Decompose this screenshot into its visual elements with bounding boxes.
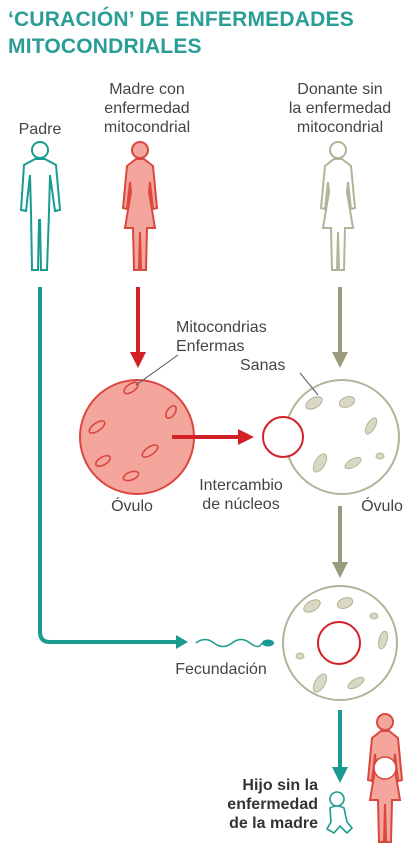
sperm-icon [195, 638, 274, 648]
label-sanas: Sanas [240, 357, 286, 374]
label-donante-line1: Donante sin [297, 81, 383, 98]
ovulo-left-cell [79, 379, 195, 495]
ovulo-down-arrow [332, 506, 348, 578]
label-madre-line2: enfermedad [104, 100, 190, 117]
nucleus-transplanted [262, 416, 304, 458]
label-intercambio-line2: de núcleos [202, 496, 280, 513]
title-line-1: ‘CURACIÓN’ DE ENFERMEDADES [8, 8, 354, 31]
ovulo-right-cell [262, 379, 400, 495]
page-title: ‘CURACIÓN’ DE ENFERMEDADES MITOCONDRIALE… [8, 6, 408, 60]
pregnant-mother-icon [367, 713, 403, 843]
father-path-arrow [38, 287, 188, 649]
label-mitocondrias-line1: Mitocondrias [176, 319, 267, 336]
label-hijo-line1: Hijo sin la [242, 777, 318, 794]
donor-arrow [332, 287, 348, 368]
label-intercambio: Intercambio de núcleos [186, 476, 296, 514]
ovulo-fecundado-cell [282, 585, 398, 701]
label-madre-line1: Madre con [109, 81, 185, 98]
resultado-arrow [332, 710, 348, 783]
mother-figure-icon [122, 141, 158, 271]
label-mitocondrias: Mitocondrias Enfermas [176, 318, 296, 356]
donor-figure-icon [320, 141, 356, 271]
mother-arrow [130, 287, 146, 368]
label-fecundacion: Fecundación [175, 661, 267, 678]
father-figure-icon [20, 141, 61, 271]
title-line-2: MITOCONDRIALES [8, 35, 202, 58]
label-hijo-line3: de la madre [229, 815, 318, 832]
label-donante: Donante sin la enfermedad mitocondrial [270, 80, 410, 137]
intercambio-arrow [172, 429, 254, 445]
label-madre-line3: mitocondrial [103, 119, 191, 136]
label-hijo: Hijo sin la enfermedad de la madre [200, 776, 318, 833]
label-mitocondrias-line2: Enfermas [176, 338, 245, 355]
label-ovulo-left: Óvulo [111, 498, 153, 515]
label-intercambio-line1: Intercambio [199, 477, 283, 494]
baby-icon [325, 791, 354, 835]
label-hijo-line2: enfermedad [227, 796, 318, 813]
label-madre: Madre con enfermedad mitocondrial [82, 80, 212, 137]
mitocondrias-leader [135, 354, 179, 386]
label-donante-line2: la enfermedad [288, 100, 392, 117]
sanas-leader [299, 372, 319, 396]
label-ovulo-right: Óvulo [361, 498, 403, 515]
label-padre: Padre [18, 121, 62, 138]
label-donante-line3: mitocondrial [296, 119, 384, 136]
